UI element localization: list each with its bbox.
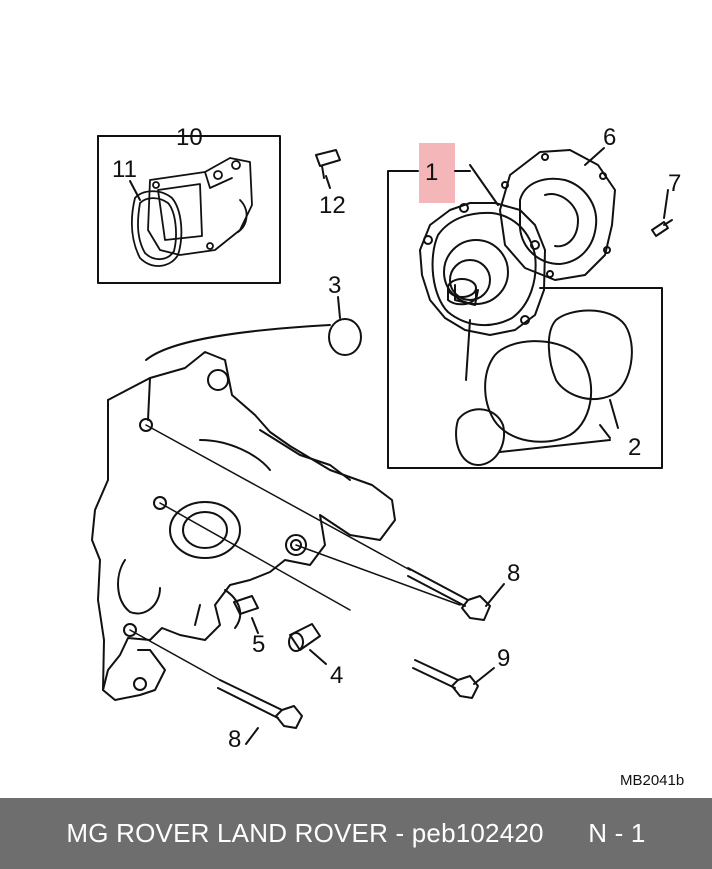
callout-4: 4 — [330, 662, 344, 689]
exploded-parts-diagram — [91, 135, 673, 745]
callout-3: 3 — [328, 272, 342, 299]
callout-1: 1 — [425, 159, 439, 186]
bolt-9-drawing — [412, 659, 495, 699]
callout-6: 6 — [603, 124, 617, 151]
callout-8-lower: 8 — [228, 726, 242, 753]
main-housing-drawing — [91, 351, 396, 701]
gasket-11-drawing — [130, 190, 183, 267]
bolt-8-upper-drawing — [407, 567, 505, 621]
footer-bar: MG ROVER LAND ROVER - peb102420 N - 1 — [0, 798, 712, 869]
callout-2: 2 — [628, 434, 642, 461]
bolt-7-drawing — [651, 189, 673, 237]
diagram-reference: MB2041b — [620, 772, 685, 789]
footer-caption: MG ROVER LAND ROVER - peb102420 N - 1 — [66, 818, 646, 848]
bolt-12-drawing — [315, 149, 341, 189]
sleeve-4-drawing — [288, 623, 327, 665]
housing-11-drawing — [147, 157, 253, 256]
o-rings-2-drawing — [455, 309, 633, 466]
callout-5: 5 — [252, 631, 266, 658]
inset-box-10 — [97, 135, 281, 284]
callout-7: 7 — [668, 170, 682, 197]
callout-9: 9 — [497, 645, 511, 672]
callout-11: 11 — [112, 156, 137, 183]
inset-box-1 — [387, 170, 663, 469]
dowel-5-drawing — [233, 595, 259, 634]
bolt-8-lower-drawing — [217, 679, 303, 745]
part-1-highlight — [419, 143, 455, 203]
locating-lines — [129, 424, 461, 681]
o-ring-3-drawing — [145, 296, 362, 361]
callout-10: 10 — [176, 124, 203, 151]
gasket-6-drawing — [499, 147, 616, 281]
leader-11 — [129, 180, 141, 201]
callout-12: 12 — [319, 192, 346, 219]
callout-8-upper: 8 — [507, 560, 521, 587]
water-pump-1-drawing — [419, 164, 546, 336]
